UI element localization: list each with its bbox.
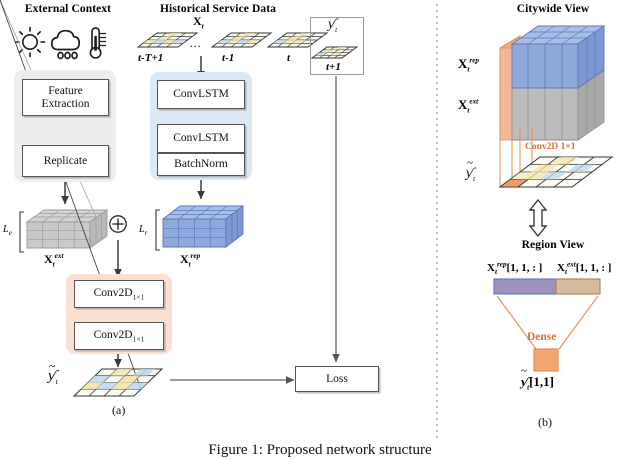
groundtruth-symbol: ƴt xyxy=(328,17,338,34)
subcaption-b: (b) xyxy=(538,415,552,429)
fusion-plus-icon xyxy=(109,215,127,233)
rep-tensor-label: Xtrep xyxy=(180,252,201,269)
replicate-block[interactable]: Replicate xyxy=(22,145,109,177)
replicate-label: Replicate xyxy=(43,154,88,167)
thermometer-icon xyxy=(89,27,107,59)
timestamp-t-T-plus-1: t-T+1 xyxy=(138,52,164,64)
input-ellipsis: ... xyxy=(190,36,202,50)
ext-bracket-label: Le xyxy=(3,224,12,237)
rep-tensor-cube xyxy=(155,205,245,251)
feature-extraction-block[interactable]: Feature Extraction xyxy=(22,79,109,116)
citywide-conv-annotation: Conv2D 1×1 xyxy=(525,142,576,152)
timestamp-t: t xyxy=(287,52,291,64)
input-sequence-symbol: Xt xyxy=(193,14,204,31)
rep-bracket-label: Lr xyxy=(139,224,148,237)
conv2d-label-1: Conv2D1×1 xyxy=(93,286,145,302)
timestamp-t-minus-1: t-1 xyxy=(222,52,235,64)
convlstm-label-2: ConvLSTM xyxy=(173,132,229,145)
input-grid-2 xyxy=(210,32,273,48)
figure-caption: Figure 1: Proposed network structure xyxy=(208,442,432,458)
region-output-label: ~ ƴt[1,1] xyxy=(521,365,554,392)
sun-icon xyxy=(14,26,46,58)
subcaption-a: (a) xyxy=(112,403,126,417)
conv2d-block-2[interactable]: Conv2D1×1 xyxy=(74,322,164,350)
loss-label: Loss xyxy=(326,372,348,385)
convlstm-block-2[interactable]: ConvLSTM xyxy=(157,124,245,153)
convlstm-block-1[interactable]: ConvLSTM xyxy=(157,80,245,109)
conv2d-block-1[interactable]: Conv2D1×1 xyxy=(74,280,164,308)
header-citywide-view: Citywide View xyxy=(516,3,590,15)
citywide-rep-label: Xtrep xyxy=(458,56,479,74)
ext-vector-bar xyxy=(555,278,601,295)
header-external-context: External Context xyxy=(24,3,112,15)
feature-extraction-label: Feature Extraction xyxy=(41,85,90,110)
prediction-label: ~ ƴt xyxy=(48,359,58,386)
region-rep-vector-label: Xtrep[1, 1, : ] xyxy=(487,260,543,277)
citywide-cube xyxy=(498,25,614,188)
batchnorm-label: BatchNorm xyxy=(174,158,228,171)
ext-tensor-label: Xtext xyxy=(44,252,64,269)
rep-vector-bar xyxy=(493,278,557,295)
rain-cloud-icon xyxy=(50,29,81,60)
convlstm-label-1: ConvLSTM xyxy=(173,88,229,101)
bidirectional-arrow xyxy=(528,198,548,238)
citywide-ext-label: Xtext xyxy=(458,97,479,115)
groundtruth-timestamp: t+1 xyxy=(326,61,341,73)
conv2d-label-2: Conv2D1×1 xyxy=(93,328,145,344)
citywide-output-label: ~ ƴt xyxy=(466,157,476,183)
header-region-view: Region View xyxy=(521,239,585,251)
header-historical-service-data: Historical Service Data xyxy=(160,3,276,15)
input-grid-1 xyxy=(136,32,199,48)
batchnorm-block[interactable]: BatchNorm xyxy=(157,153,245,176)
loss-block[interactable]: Loss xyxy=(295,366,379,392)
dense-label: Dense xyxy=(527,331,557,343)
region-ext-vector-label: Xtext[1, 1, : ] xyxy=(557,260,612,277)
citywide-output-grid xyxy=(498,156,614,188)
dense-edge-right xyxy=(558,295,599,350)
dense-output-cell xyxy=(533,348,559,372)
groundtruth-box xyxy=(310,17,364,75)
